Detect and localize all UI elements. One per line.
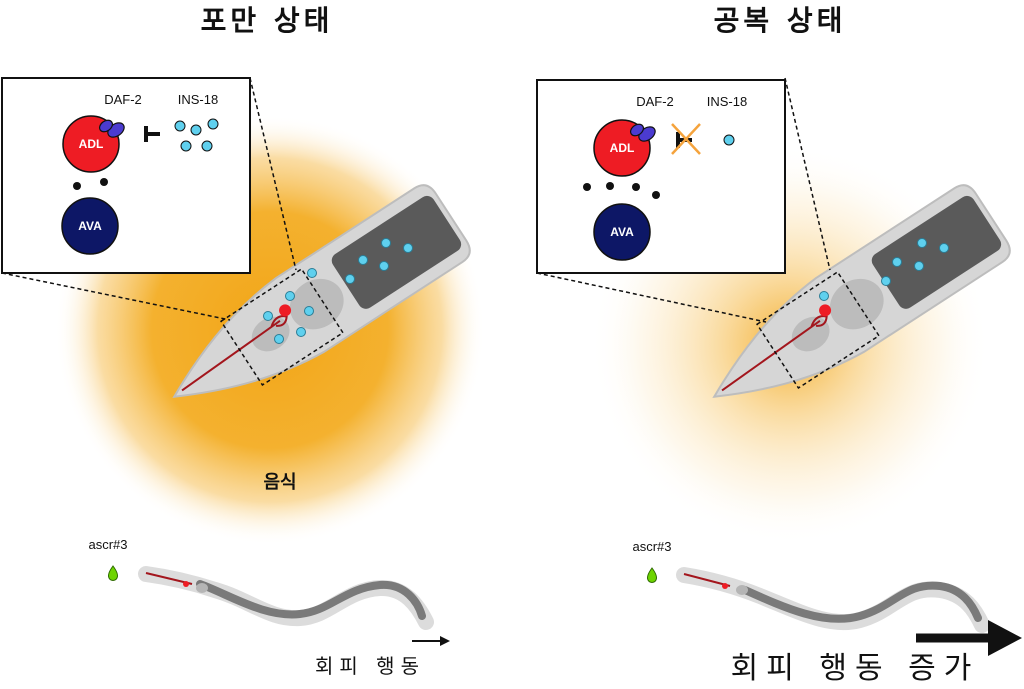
inset-panel: DAF-2 INS-18 ADL AVA — [536, 79, 786, 274]
peptide-label: INS-18 — [178, 92, 218, 107]
ava-label: AVA — [78, 219, 102, 233]
ascr-droplet-icon — [647, 567, 657, 583]
ins18-peptides — [174, 118, 219, 152]
zoom-line-top — [249, 77, 297, 271]
inhibition-bar-icon — [144, 126, 160, 142]
whole-worm — [138, 566, 434, 630]
food-label: 음식 — [263, 472, 296, 493]
neuron-process — [721, 320, 821, 392]
ava-neuron — [593, 203, 651, 261]
left-panel-title: 포만 상태 — [201, 4, 334, 37]
ava-neuron — [61, 197, 119, 255]
behavior-label: 회피 행동 — [315, 654, 425, 678]
ascr-label: ascr#3 — [88, 537, 127, 552]
ascr-droplet-icon — [108, 565, 118, 581]
ins18-peptide — [723, 134, 735, 146]
worm-head-magnified — [172, 184, 471, 398]
receptor-label: DAF-2 — [636, 94, 674, 109]
receptor-label: DAF-2 — [104, 92, 142, 107]
whole-worm — [676, 567, 990, 633]
inset-panel: DAF-2 INS-18 ADL AVA — [1, 77, 251, 274]
left-panel: 포만 상태 DAF-2 — [1, 4, 485, 678]
intestine-segment — [871, 195, 1002, 309]
ascr-label: ascr#3 — [632, 539, 671, 554]
neurotransmitter-dots — [583, 182, 660, 199]
ins18-peptides-in-worm — [819, 238, 949, 301]
behavior-label: 회피 행동 증가 — [731, 651, 980, 686]
intestine-segment — [331, 195, 462, 309]
neurotransmitter-dots — [73, 178, 108, 190]
zoom-region-box — [756, 270, 880, 390]
worm-head-magnified — [712, 184, 1011, 398]
zoom-region-box — [220, 267, 344, 387]
peptide-label: INS-18 — [707, 94, 747, 109]
adl-soma — [279, 304, 292, 317]
neuron-process — [181, 320, 281, 392]
adl-soma — [819, 304, 832, 317]
adl-label: ADL — [610, 141, 635, 155]
adl-label: ADL — [79, 137, 104, 151]
blocked-inhibition-icon — [671, 123, 701, 155]
ava-label: AVA — [610, 225, 634, 239]
zoom-line-top — [784, 77, 831, 271]
zoom-line-bottom — [1, 272, 231, 321]
ins18-peptides-in-worm — [263, 238, 413, 344]
right-panel-title: 공복 상태 — [714, 4, 847, 37]
right-panel: 공복 상태 DAF-2 INS-18 ADL — [536, 4, 1022, 686]
